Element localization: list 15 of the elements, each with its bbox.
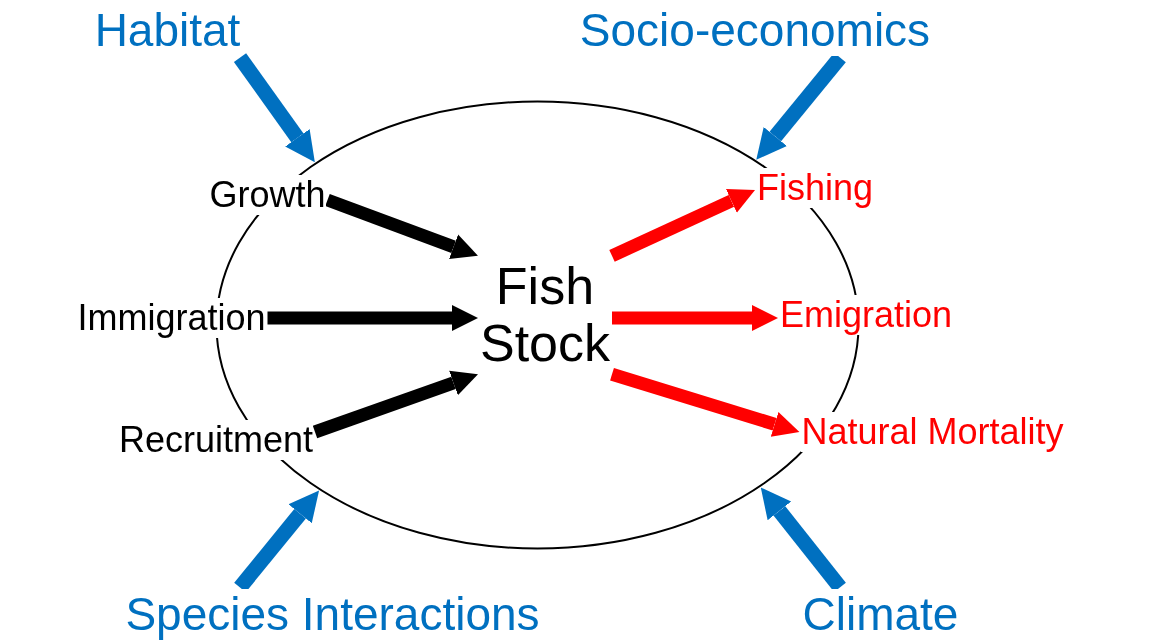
node-label: Fish Stock (479, 257, 610, 373)
arrow (610, 368, 800, 437)
arrow (233, 53, 315, 163)
node-label: Emigration (779, 295, 953, 335)
arrow (267, 305, 478, 331)
node-label: Species Interactions (125, 589, 540, 640)
arrow (312, 370, 478, 439)
arrow (612, 305, 778, 331)
node-label: Fishing (756, 168, 874, 208)
arrow (325, 193, 478, 259)
node-label: Growth (209, 175, 326, 215)
node-label: Recruitment (118, 420, 314, 460)
node-label: Natural Mortality (801, 412, 1064, 452)
arrow (609, 189, 755, 262)
node-label: Immigration (77, 298, 266, 338)
